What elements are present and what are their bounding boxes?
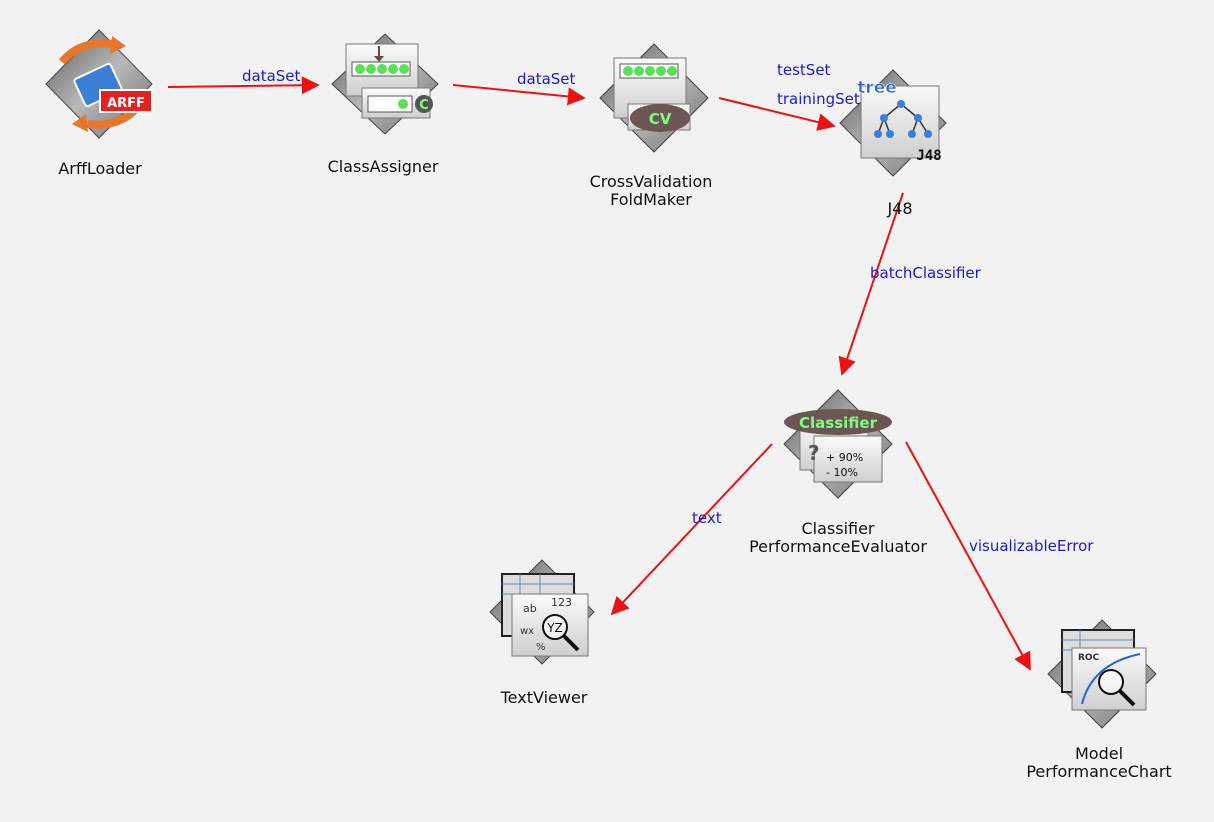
- j48-node[interactable]: tree J48: [839, 69, 947, 177]
- evaluator-node[interactable]: Classifier ? + 90% - 10%: [783, 389, 893, 499]
- edge-label-text: text: [692, 509, 722, 527]
- edge-label-batchclassifier: batchClassifier: [870, 264, 981, 282]
- svg-text:?: ?: [808, 441, 820, 465]
- svg-text:wx: wx: [520, 626, 534, 637]
- cv-foldmaker-label: CrossValidation FoldMaker: [590, 173, 713, 209]
- edge-label-dataset-1: dataSet: [242, 67, 301, 85]
- svg-text:ARFF: ARFF: [107, 96, 145, 111]
- evaluator-label-line2: PerformanceEvaluator: [749, 537, 927, 556]
- edge-evaluator-to-textviewer[interactable]: [610, 443, 773, 616]
- svg-text:ROC: ROC: [1078, 653, 1100, 663]
- edge-label-dataset-2: dataSet: [517, 70, 576, 88]
- svg-text:- 10%: - 10%: [826, 466, 858, 479]
- perf-chart-label-line1: Model: [1074, 744, 1124, 763]
- j48-label: J48: [887, 199, 913, 218]
- evaluator-label: Classifier PerformanceEvaluator: [749, 520, 927, 556]
- text-viewer-icon: ab 123 wx % YZ: [489, 559, 595, 665]
- svg-text:J48: J48: [916, 148, 941, 164]
- classifier-evaluator-icon: Classifier ? + 90% - 10%: [783, 389, 893, 499]
- arff-loader-node[interactable]: ARFF: [45, 29, 153, 139]
- text-viewer-label: TextViewer: [500, 688, 588, 707]
- edge-label-trainingset: trainingSet: [777, 90, 860, 108]
- perf-chart-node[interactable]: ROC: [1047, 619, 1157, 729]
- edge-j48-to-evaluator[interactable]: [838, 192, 904, 376]
- perf-chart-label-line2: PerformanceChart: [1026, 762, 1172, 781]
- edge-cv-to-j48[interactable]: [718, 97, 836, 131]
- class-assigner-icon: C: [331, 33, 439, 135]
- evaluator-label-line1: Classifier: [801, 519, 875, 538]
- svg-text:+ 90%: + 90%: [826, 451, 863, 464]
- roc-chart-icon: ROC: [1047, 619, 1157, 729]
- edge-arff-to-assigner[interactable]: [167, 76, 320, 95]
- cv-foldmaker-label-line1: CrossValidation: [589, 172, 713, 191]
- edge-assigner-to-cv[interactable]: [452, 84, 586, 106]
- cross-validation-icon: CV: [599, 43, 709, 153]
- svg-text:C: C: [419, 98, 429, 113]
- connections: [167, 76, 1031, 671]
- edge-label-visualizableerror: visualizableError: [969, 537, 1094, 555]
- arff-loader-icon: ARFF: [45, 29, 153, 139]
- svg-text:ab: ab: [523, 602, 537, 615]
- svg-text:CV: CV: [649, 110, 672, 128]
- edge-evaluator-to-chart[interactable]: [905, 441, 1031, 671]
- svg-text:tree: tree: [857, 78, 897, 98]
- class-assigner-node[interactable]: C: [331, 33, 439, 135]
- svg-text:%: %: [536, 642, 546, 653]
- svg-text:123: 123: [551, 596, 572, 609]
- class-assigner-label: ClassAssigner: [327, 157, 439, 176]
- arff-loader-label: ArffLoader: [58, 159, 142, 178]
- text-viewer-node[interactable]: ab 123 wx % YZ: [489, 559, 595, 665]
- edge-label-testset: testSet: [777, 61, 831, 79]
- svg-text:YZ: YZ: [546, 621, 563, 635]
- cv-foldmaker-node[interactable]: CV: [599, 43, 709, 153]
- svg-text:Classifier: Classifier: [799, 414, 878, 432]
- cv-foldmaker-label-line2: FoldMaker: [610, 190, 692, 209]
- tree-classifier-icon: tree J48: [839, 69, 947, 177]
- perf-chart-label: Model PerformanceChart: [1026, 745, 1171, 781]
